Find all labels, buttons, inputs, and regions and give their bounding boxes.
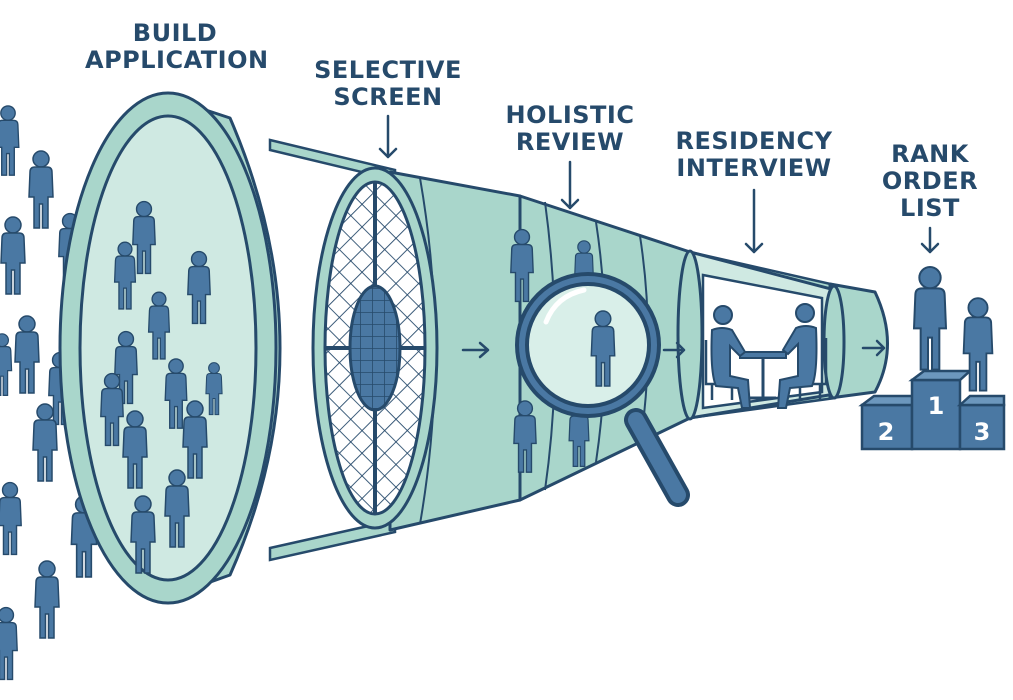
- label-line: LIST: [900, 194, 960, 222]
- down-arrow-icon: [920, 226, 940, 254]
- label-residency-interview: RESIDENCY INTERVIEW: [673, 128, 835, 182]
- podium-label-third: 3: [974, 418, 991, 446]
- interviewer: [795, 303, 815, 323]
- interview-scene: [704, 303, 828, 409]
- flow-arrow-icon: [662, 341, 686, 359]
- label-line: HOLISTIC: [505, 101, 635, 129]
- label-selective-screen: SELECTIVE SCREEN: [313, 57, 463, 111]
- interviewee: [713, 305, 733, 325]
- selective-screen-filter: [311, 166, 439, 530]
- applicant-figure: [0, 481, 22, 556]
- third-place-figure: [962, 297, 994, 392]
- first-place-figure: [912, 265, 948, 371]
- label-rank-order-list: RANK ORDER LIST: [880, 141, 980, 222]
- podium-third: [958, 403, 1006, 451]
- label-line: RANK: [891, 140, 969, 168]
- magnifying-glass-icon: [515, 272, 690, 507]
- label-line: REVIEW: [515, 128, 625, 156]
- applicant-figure: [28, 150, 54, 229]
- applicant-figure: [0, 105, 20, 176]
- label-build-application: BUILD APPLICATION: [85, 19, 269, 74]
- podium-label-second: 2: [878, 418, 895, 446]
- flow-arrow-icon: [461, 341, 490, 359]
- build-application-ring: [58, 91, 278, 605]
- label-holistic-review: HOLISTIC REVIEW: [502, 102, 638, 156]
- label-line: APPLICATION: [85, 46, 269, 74]
- applicant-figure: [0, 606, 19, 681]
- label-line: ORDER: [881, 167, 979, 195]
- label-line: BUILD: [132, 19, 218, 47]
- interview-table: [739, 351, 787, 359]
- down-arrow-icon: [378, 114, 398, 159]
- label-line: SELECTIVE: [314, 56, 462, 84]
- applicant-figure: [14, 315, 40, 394]
- rank-podium: 2 1 3: [858, 265, 1006, 451]
- flow-arrows: [461, 339, 886, 359]
- applicant-figure: [0, 216, 26, 295]
- down-arrow-icon: [560, 160, 580, 210]
- podium-label-first: 1: [928, 392, 945, 420]
- label-line: RESIDENCY: [675, 127, 833, 155]
- label-pointers: [378, 114, 940, 254]
- applicant-figure: [0, 333, 13, 397]
- label-line: SCREEN: [333, 83, 443, 111]
- down-arrow-icon: [744, 188, 764, 254]
- applicant-figure: [34, 560, 60, 639]
- flow-arrow-icon: [861, 339, 886, 357]
- label-line: INTERVIEW: [676, 154, 832, 182]
